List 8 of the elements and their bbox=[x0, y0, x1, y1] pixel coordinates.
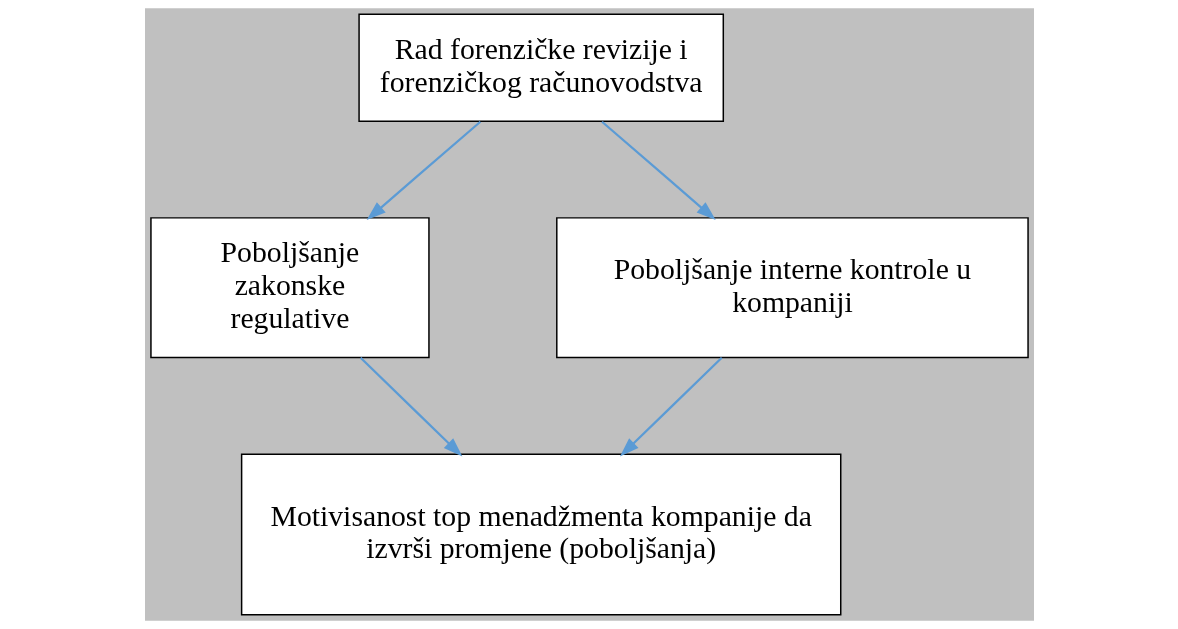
node-box: Poboljšanje zakonske regulative bbox=[149, 217, 430, 359]
node-box: Rad forenzičke revizije i forenzičkog računovodstva bbox=[357, 13, 724, 122]
arrow bbox=[600, 120, 716, 220]
arrow bbox=[619, 357, 723, 457]
node-box: Poboljšanje interne kontrole u kompaniji bbox=[555, 217, 1029, 359]
node-box: Motivisanost top menadžmenta kompanije da izvrši promjene (poboljšanja) bbox=[240, 453, 841, 616]
arrow bbox=[366, 120, 481, 220]
arrow bbox=[359, 357, 462, 457]
